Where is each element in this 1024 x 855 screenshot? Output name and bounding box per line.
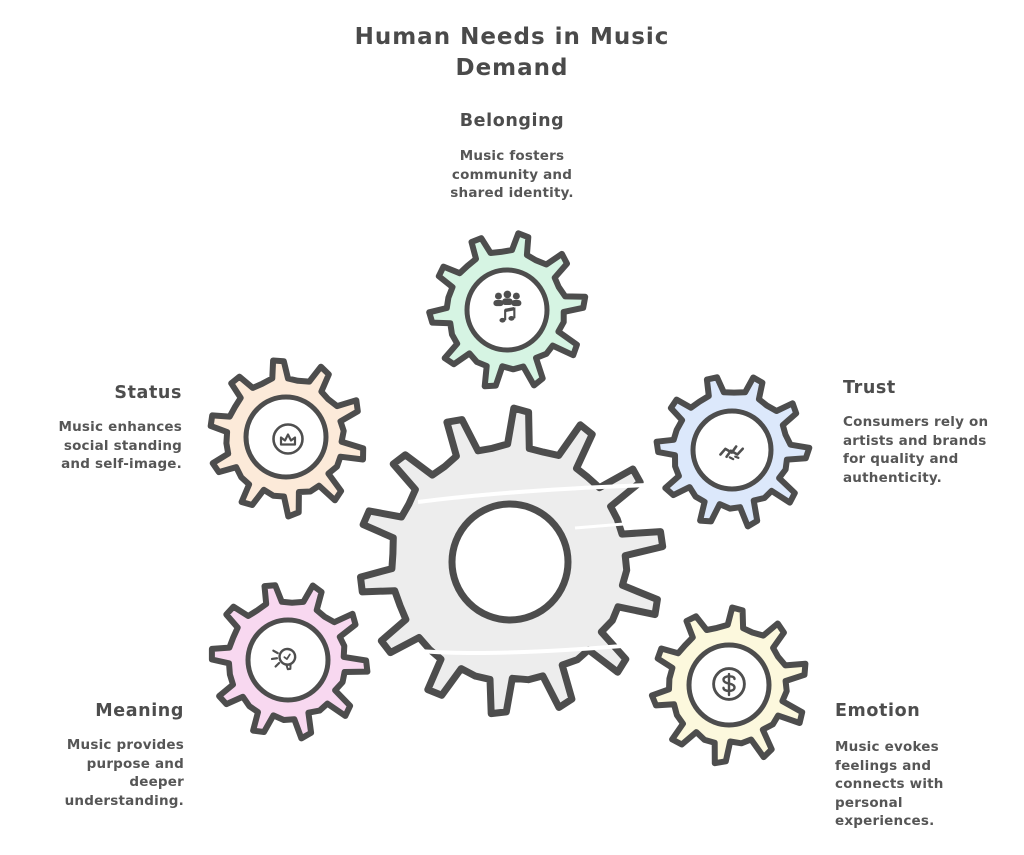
gear-meaning <box>208 582 371 742</box>
emotion-label: Emotion <box>835 701 921 721</box>
trust-label: Trust <box>843 378 896 398</box>
status-label: Status <box>114 383 182 403</box>
emotion-description: Music evokes feelings and connects with … <box>835 739 944 829</box>
belonging-description: Music fosters community and shared ident… <box>450 148 574 201</box>
people-music-icon <box>493 290 522 323</box>
lightbulb-icon <box>270 647 297 671</box>
title-line-1: Human Needs in Music <box>354 24 670 50</box>
center-gear <box>357 404 667 718</box>
belonging-label: Belonging <box>459 111 565 131</box>
title-line-2: Demand <box>455 55 569 81</box>
page-title: Human Needs in Music Demand <box>0 22 1024 84</box>
meaning-description: Music provides purpose and deeper unders… <box>64 737 184 809</box>
crown-icon <box>272 423 304 455</box>
handshake-icon <box>719 445 745 461</box>
trust-description: Consumers rely on artists and brands for… <box>843 414 989 486</box>
dollar-icon <box>712 667 746 701</box>
status-description: Music enhances social standing and self-… <box>58 419 182 472</box>
center-gear-texture <box>417 483 649 656</box>
meaning-label: Meaning <box>95 701 184 721</box>
